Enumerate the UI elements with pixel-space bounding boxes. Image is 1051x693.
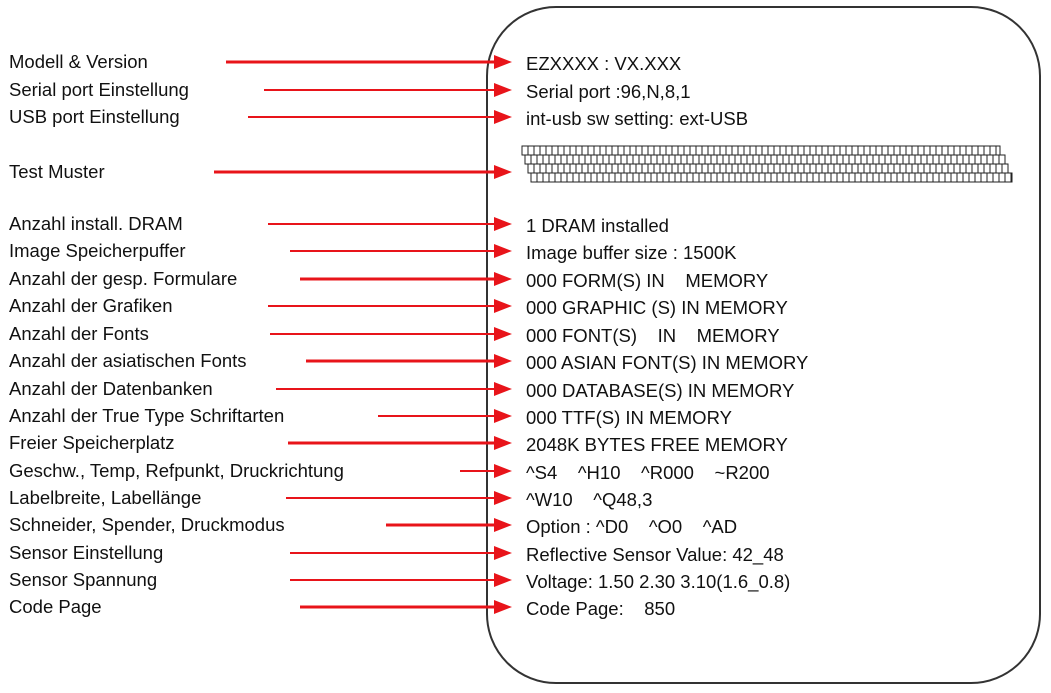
row-value-serial-port: Serial port :96,N,8,1 [526, 81, 691, 102]
row-value-dram: 1 DRAM installed [526, 215, 669, 236]
connector-arrow [300, 600, 512, 614]
row-value-code-page: Code Page: 850 [526, 598, 676, 619]
row-label-ttf: Anzahl der True Type Schriftarten [9, 405, 285, 426]
arrow-head [494, 409, 512, 423]
row-label-databases: Anzahl der Datenbanken [9, 378, 213, 399]
connector-arrow [378, 409, 512, 423]
row-label-fonts: Anzahl der Fonts [9, 323, 149, 344]
arrow-head [494, 55, 512, 69]
connector-arrow [270, 327, 512, 341]
row-label-test-pattern: Test Muster [9, 161, 105, 182]
row-value-ttf: 000 TTF(S) IN MEMORY [526, 407, 732, 428]
row-value-label-size: ^W10 ^Q48,3 [526, 489, 653, 510]
arrow-head [494, 110, 512, 124]
row-value-free-memory: 2048K BYTES FREE MEMORY [526, 434, 788, 455]
row-value-image-buffer: Image buffer size : 1500K [526, 242, 737, 263]
connector-arrow [288, 436, 512, 450]
arrow-head [494, 491, 512, 505]
row-label-graphics: Anzahl der Grafiken [9, 295, 173, 316]
row-value-graphics: 000 GRAPHIC (S) IN MEMORY [526, 297, 788, 318]
arrow-head [494, 436, 512, 450]
arrow-head [494, 244, 512, 258]
arrow-head [494, 600, 512, 614]
test-pattern-row [524, 154, 1006, 165]
row-label-code-page: Code Page [9, 596, 102, 617]
arrow-head [494, 518, 512, 532]
arrow-head [494, 464, 512, 478]
connector-arrow [268, 299, 512, 313]
arrow-head [494, 299, 512, 313]
connector-arrow [290, 546, 512, 560]
connector-arrow [290, 244, 512, 258]
row-value-cutter-dispenser: Option : ^D0 ^O0 ^AD [526, 516, 738, 537]
connector-arrow [214, 165, 512, 179]
row-value-fonts: 000 FONT(S) IN MEMORY [526, 325, 780, 346]
printed-label-card [486, 6, 1041, 684]
row-label-usb-port: USB port Einstellung [9, 106, 180, 127]
row-label-label-size: Labelbreite, Labellänge [9, 487, 202, 508]
connector-arrow [276, 382, 512, 396]
arrow-head [494, 354, 512, 368]
row-label-free-memory: Freier Speicherplatz [9, 432, 175, 453]
row-label-model-version: Modell & Version [9, 51, 148, 72]
connector-arrow [300, 272, 512, 286]
connector-arrow [286, 491, 512, 505]
arrow-head [494, 382, 512, 396]
connector-arrow [306, 354, 512, 368]
connector-arrow [264, 83, 512, 97]
connector-arrow [226, 55, 512, 69]
row-label-forms: Anzahl der gesp. Formulare [9, 268, 238, 289]
test-pattern-row [530, 172, 1013, 183]
connector-arrow [290, 573, 512, 587]
row-value-asian-fonts: 000 ASIAN FONT(S) IN MEMORY [526, 352, 809, 373]
arrow-head [494, 165, 512, 179]
row-value-speed-temp: ^S4 ^H10 ^R000 ~R200 [526, 462, 770, 483]
row-label-serial-port: Serial port Einstellung [9, 79, 189, 100]
connector-arrow [386, 518, 512, 532]
row-value-sensor-voltage: Voltage: 1.50 2.30 3.10(1.6_0.8) [526, 571, 791, 592]
row-label-sensor-voltage: Sensor Spannung [9, 569, 158, 590]
row-label-asian-fonts: Anzahl der asiatischen Fonts [9, 350, 247, 371]
arrow-head [494, 327, 512, 341]
arrow-head [494, 573, 512, 587]
connector-arrow [248, 110, 512, 124]
arrow-head [494, 546, 512, 560]
row-value-model-version: EZXXXX : VX.XXX [526, 53, 682, 74]
row-value-usb-port: int-usb sw setting: ext-USB [526, 108, 749, 129]
row-label-image-buffer: Image Speicherpuffer [9, 240, 186, 261]
row-label-sensor-setting: Sensor Einstellung [9, 542, 164, 563]
row-label-dram: Anzahl install. DRAM [9, 213, 183, 234]
arrow-head [494, 272, 512, 286]
row-value-forms: 000 FORM(S) IN MEMORY [526, 270, 769, 291]
row-value-sensor-setting: Reflective Sensor Value: 42_48 [526, 544, 784, 565]
arrow-head [494, 83, 512, 97]
test-pattern-row [521, 145, 1001, 156]
arrow-head [494, 217, 512, 231]
connector-arrow [460, 464, 512, 478]
row-label-cutter-dispenser: Schneider, Spender, Druckmodus [9, 514, 285, 535]
connector-arrow [268, 217, 512, 231]
row-label-speed-temp: Geschw., Temp, Refpunkt, Druckrichtung [9, 460, 344, 481]
test-pattern-row [527, 163, 1009, 174]
row-value-databases: 000 DATABASE(S) IN MEMORY [526, 380, 795, 401]
